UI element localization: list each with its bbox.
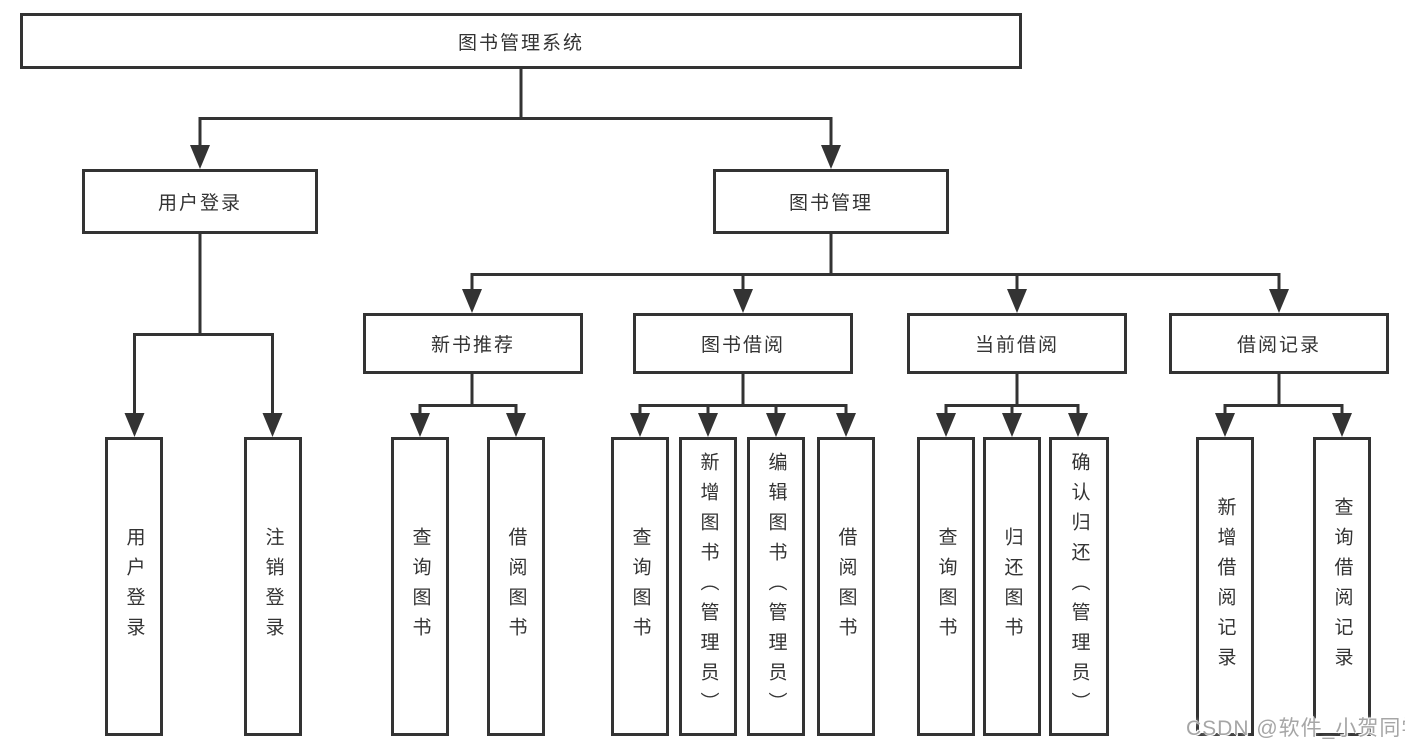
arrowhead-icon — [506, 413, 526, 437]
arrowhead-icon — [1332, 413, 1352, 437]
arrowhead-icon — [262, 413, 283, 437]
node-label: 编辑图书（管理员） — [765, 451, 787, 722]
node-current-borrowing: 当前借阅 — [907, 313, 1127, 374]
leaf-query-books-recommend: 查询图书 — [391, 437, 449, 736]
arrowhead-icon — [1215, 413, 1235, 437]
leaf-query-borrow-record: 查询借阅记录 — [1313, 437, 1371, 736]
node-label: 新书推荐 — [430, 335, 515, 356]
arrowhead-icon — [630, 413, 650, 437]
arrowhead-icon — [1269, 289, 1289, 313]
arrowhead-icon — [766, 413, 786, 437]
node-label: 借阅记录 — [1236, 335, 1321, 356]
node-label: 新增图书（管理员） — [697, 451, 719, 722]
leaf-confirm-return-admin: 确认归还（管理员） — [1049, 437, 1109, 736]
arrowhead-icon — [836, 413, 856, 437]
arrowhead-icon — [698, 413, 718, 437]
leaf-query-books-borrowing: 查询图书 — [611, 437, 669, 736]
leaf-edit-books-admin: 编辑图书（管理员） — [747, 437, 805, 736]
arrowhead-icon — [1002, 413, 1022, 437]
leaf-add-borrow-record: 新增借阅记录 — [1196, 437, 1254, 736]
leaf-return-books: 归还图书 — [983, 437, 1041, 736]
node-label: 新增借阅记录 — [1214, 496, 1236, 677]
node-label: 注销登录 — [262, 526, 284, 647]
node-label: 用户登录 — [123, 526, 145, 647]
node-label: 查询借阅记录 — [1331, 496, 1353, 677]
leaf-user-login: 用户登录 — [105, 437, 163, 736]
leaf-add-books-admin: 新增图书（管理员） — [679, 437, 737, 736]
arrowhead-icon — [462, 289, 482, 313]
leaf-borrow-books-recommend: 借阅图书 — [487, 437, 545, 736]
leaf-query-books-current: 查询图书 — [917, 437, 975, 736]
node-label: 用户登录 — [157, 193, 242, 214]
node-label: 归还图书 — [1001, 526, 1023, 647]
node-book-management: 图书管理 — [713, 169, 949, 234]
node-book-borrowing: 图书借阅 — [633, 313, 853, 374]
node-label: 借阅图书 — [505, 526, 527, 647]
arrowhead-icon — [124, 413, 145, 437]
arrowhead-icon — [936, 413, 956, 437]
node-borrowing-records: 借阅记录 — [1169, 313, 1389, 374]
node-label: 查询图书 — [409, 526, 431, 647]
arrowhead-icon — [821, 145, 841, 169]
node-label: 确认归还（管理员） — [1068, 451, 1090, 722]
arrowhead-icon — [190, 145, 210, 169]
leaf-borrow-books-borrowing: 借阅图书 — [817, 437, 875, 736]
node-label: 查询图书 — [935, 526, 957, 647]
arrowhead-icon — [733, 289, 753, 313]
node-label: 借阅图书 — [835, 526, 857, 647]
node-label: 图书管理 — [788, 193, 873, 214]
arrowhead-icon — [1068, 413, 1088, 437]
csdn-watermark: CSDN @软件_小贺同学 — [1186, 717, 1405, 740]
node-label: 图书管理系统 — [457, 32, 584, 54]
node-user-login: 用户登录 — [82, 169, 318, 234]
leaf-logout: 注销登录 — [244, 437, 302, 736]
arrowhead-icon — [1007, 289, 1027, 313]
node-label: 图书借阅 — [700, 335, 785, 356]
node-label: 查询图书 — [629, 526, 651, 647]
node-label: 当前借阅 — [974, 335, 1059, 356]
arrowhead-icon — [410, 413, 430, 437]
node-library-management-system: 图书管理系统 — [20, 13, 1022, 69]
node-new-book-recommend: 新书推荐 — [363, 313, 583, 374]
